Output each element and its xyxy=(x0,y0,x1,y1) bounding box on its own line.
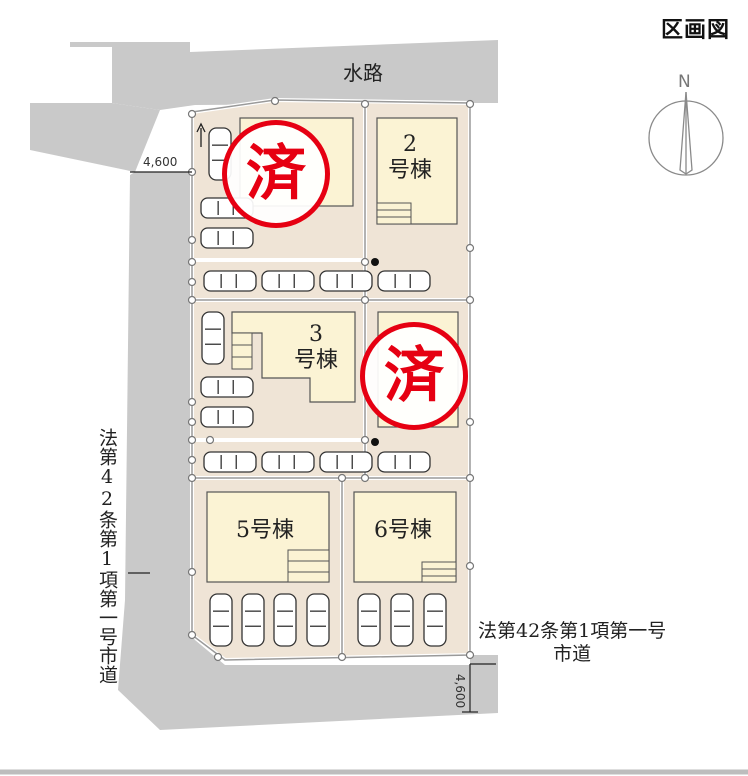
boundary-marker xyxy=(187,295,197,305)
boundary-marker xyxy=(187,435,197,445)
boundary-marker xyxy=(360,257,370,267)
road-width-left: 4,600 xyxy=(143,155,178,169)
boundary-marker xyxy=(187,630,197,640)
boundary-marker xyxy=(187,473,197,483)
boundary-marker xyxy=(187,277,197,287)
parking-car xyxy=(306,593,330,647)
lot-5-label: 5号棟 xyxy=(236,518,294,543)
boundary-marker xyxy=(187,567,197,577)
boundary-marker xyxy=(187,417,197,427)
boundary-marker xyxy=(360,473,370,483)
parking-car xyxy=(390,593,414,647)
parking-car xyxy=(377,451,431,473)
parking-car xyxy=(377,270,431,292)
bottom-road-label: 法第42条第1項第一号 市道 xyxy=(478,620,667,665)
boundary-marker xyxy=(465,99,475,109)
parking-car xyxy=(273,593,297,647)
boundary-marker xyxy=(465,561,475,571)
boundary-marker xyxy=(337,652,347,662)
boundary-marker xyxy=(465,650,475,660)
boundary-marker xyxy=(465,295,475,305)
road-width-bottom: 4,600 xyxy=(453,673,468,709)
boundary-marker xyxy=(187,109,197,119)
parking-car xyxy=(357,593,381,647)
parking-car xyxy=(319,451,373,473)
parking-car xyxy=(200,227,254,249)
parking-car xyxy=(241,593,265,647)
parking-car xyxy=(201,311,225,365)
boundary-marker xyxy=(465,243,475,253)
boundary-marker xyxy=(187,235,197,245)
boundary-marker xyxy=(360,435,370,445)
left-road-label: 法第42条第1項第一号市道 xyxy=(96,428,118,684)
sold-stamp-lot-4: 済 xyxy=(360,322,468,430)
boundary-marker xyxy=(465,417,475,427)
boundary-marker xyxy=(337,473,347,483)
boundary-marker xyxy=(187,455,197,465)
boundary-marker xyxy=(187,257,197,267)
waterway-area xyxy=(70,40,498,110)
boundary-marker xyxy=(465,473,475,483)
lot-2-label: 2 号棟 xyxy=(387,132,432,183)
parking-car xyxy=(319,270,373,292)
parking-car xyxy=(200,376,254,398)
sold-stamp-lot-1: 済 xyxy=(222,120,330,228)
boundary-marker xyxy=(213,652,223,662)
page-title: 区画図 xyxy=(660,18,730,43)
boundary-marker xyxy=(270,96,280,106)
boundary-marker xyxy=(360,295,370,305)
boundary-marker xyxy=(187,397,197,407)
boundary-marker xyxy=(360,99,370,109)
parking-car xyxy=(203,270,257,292)
side-road-top xyxy=(30,103,160,172)
parking-car xyxy=(200,406,254,428)
waterway-label: 水路 xyxy=(343,61,383,85)
north-label: N xyxy=(678,72,691,92)
parking-car xyxy=(261,270,315,292)
parking-car xyxy=(209,593,233,647)
parking-car xyxy=(423,593,447,647)
parking-car xyxy=(261,451,315,473)
boundary-marker xyxy=(205,435,215,445)
lot-6-label: 6号棟 xyxy=(374,518,432,543)
lot-3-label: 3 号棟 xyxy=(293,322,338,373)
compass xyxy=(648,91,724,176)
parking-car xyxy=(203,451,257,473)
